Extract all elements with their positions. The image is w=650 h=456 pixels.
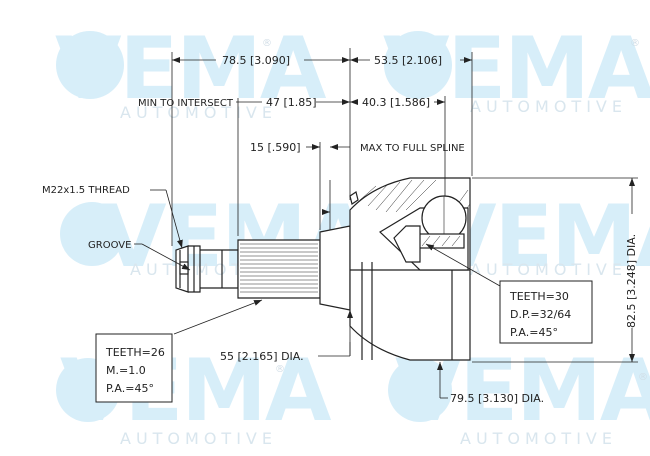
watermark-reg-mark: ®: [638, 372, 648, 383]
watermark-top-left: VEMA AUTOMOTIVE ®: [55, 19, 329, 122]
dim-right-intersect: 40.3 [1.586]: [362, 96, 430, 109]
watermark-reg-mark: ®: [275, 364, 285, 375]
dim-shaft-dia: 55 [2.165] DIA.: [220, 350, 304, 363]
cv-joint-part: [175, 177, 471, 361]
watermark-reg-mark: ®: [630, 38, 640, 49]
label-max-to-full-spline: MAX TO FULL SPLINE: [360, 143, 465, 154]
dim-min-to-intersect: 47 [1.85]: [266, 96, 317, 109]
watermark-sub-text: AUTOMOTIVE: [470, 260, 627, 279]
watermark-top-right: VEMA AUTOMOTIVE ®: [383, 19, 650, 119]
callout-groove: GROOVE: [88, 240, 131, 251]
watermark-brand-text: VEMA: [383, 19, 650, 119]
spec-inner-teeth: TEETH=30: [509, 290, 569, 303]
watermark-sub-text: AUTOMOTIVE: [470, 97, 627, 116]
watermark-brand-text: VEMA: [55, 19, 327, 119]
watermark-sub-text: AUTOMOTIVE: [120, 429, 277, 448]
dim-spline-length: 15 [.590]: [250, 141, 301, 154]
spec-outer-teeth: TEETH=26: [105, 346, 165, 359]
watermark-sub-text: AUTOMOTIVE: [460, 429, 617, 448]
callout-thread: M22x1.5 THREAD: [42, 185, 130, 196]
dim-housing-dia: 79.5 [3.130] DIA.: [450, 392, 544, 405]
spec-inner-pa: P.A.=45°: [510, 326, 558, 339]
watermark-reg-mark: ®: [262, 38, 272, 49]
spec-box-outer: TEETH=26 M.=1.0 P.A.=45°: [95, 333, 173, 403]
spec-box-inner: TEETH=30 D.P.=32/64 P.A.=45°: [499, 280, 593, 344]
dim-overall-right: 53.5 [2.106]: [374, 54, 442, 67]
dim-overall-left: 78.5 [3.090]: [222, 54, 290, 67]
dim-height-dia: 82.5 [3.248] DIA.: [625, 234, 638, 328]
spec-outer-m: M.=1.0: [106, 364, 146, 377]
spec-inner-dp: D.P.=32/64: [510, 308, 571, 321]
spec-outer-pa: P.A.=45°: [106, 382, 154, 395]
watermark-sub-text: AUTOMOTIVE: [120, 103, 277, 122]
label-min-to-intersect: MIN TO INTERSECT: [138, 98, 234, 109]
dimension-lines: [134, 48, 638, 399]
